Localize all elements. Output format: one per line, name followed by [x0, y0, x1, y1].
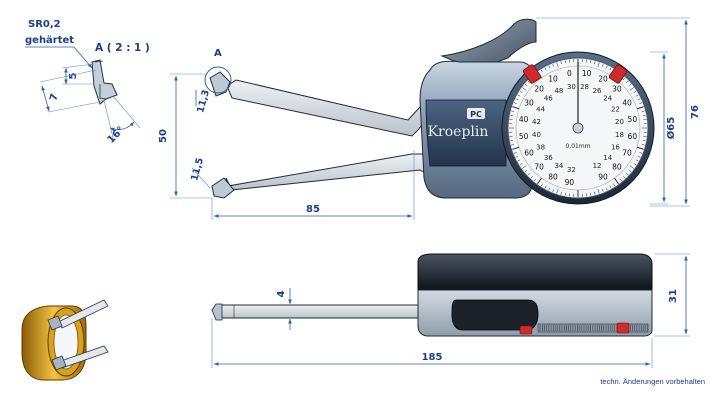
dial-number: 30: [567, 83, 576, 91]
dial-number: 38: [536, 143, 545, 151]
detail-scale-label: A ( 2 : 1 ): [95, 42, 150, 54]
hardened-label: gehärtet: [25, 35, 74, 46]
dial-hub: [573, 123, 583, 133]
dim-dial-diameter: Ø65: [665, 117, 677, 139]
dial-number: 26: [593, 87, 602, 95]
dial-number: 80: [612, 162, 622, 171]
dim-total-height: 76: [690, 105, 701, 119]
side-bezel: [418, 254, 652, 290]
dial-number: 10: [582, 69, 592, 78]
ring-illustration: [22, 300, 108, 380]
dial-number: 36: [544, 154, 553, 162]
dim-thickness: 4: [276, 290, 287, 297]
dial-number: 10: [548, 74, 558, 83]
dial-number: 30: [612, 85, 622, 94]
lower-arm: [226, 154, 446, 190]
lower-tip: [212, 178, 234, 198]
dial-number: 50: [519, 132, 529, 141]
dim-reach: 85: [306, 204, 320, 215]
dial-number: 28: [580, 83, 589, 91]
detail-view: SR0,2 gehärtet A ( 2 : 1 ) 5 7 16°: [25, 19, 150, 146]
dim-depth: 31: [668, 289, 679, 303]
dial-number: 60: [628, 132, 638, 141]
dial-number: 18: [615, 131, 624, 139]
dial-number: 50: [628, 115, 638, 124]
detail-dim-5: 5: [68, 72, 79, 79]
dial-number: 22: [611, 105, 620, 113]
dial-number: 34: [554, 162, 563, 170]
side-marker-left: [520, 326, 532, 334]
dim-height: 50: [158, 129, 169, 143]
dial-number: 40: [622, 99, 632, 108]
dim-tip-top: 11,3: [195, 89, 212, 115]
side-view: 4 185 31: [212, 254, 690, 368]
dial-number: 20: [598, 74, 608, 83]
dial-number: 60: [524, 148, 534, 157]
dial-number: 48: [554, 87, 563, 95]
dial-number: 70: [622, 148, 632, 157]
footer-note: techn. Änderungen vorbehalten: [600, 377, 705, 386]
radius-label: SR0,2: [28, 19, 61, 30]
dim-tip-bottom: 11,5: [189, 157, 206, 183]
dial-number: 90: [565, 178, 575, 187]
dial-number: 42: [532, 118, 541, 126]
dial-number: 0: [567, 69, 572, 78]
detail-dim-7: 7: [48, 92, 61, 102]
side-lever: [452, 300, 538, 330]
dial-number: 46: [544, 95, 553, 103]
brand-name: Kroeplin: [428, 124, 489, 140]
detail-tip-shape: [92, 60, 117, 104]
detail-angle: 16°: [106, 125, 127, 146]
side-marker-right: [617, 323, 629, 333]
dial-number: 20: [615, 118, 624, 126]
dial-number: 16: [611, 143, 620, 151]
dial-number: 80: [548, 173, 558, 182]
dial-number: 70: [534, 162, 544, 171]
dial-number: 44: [536, 105, 545, 113]
dial-number: 32: [567, 166, 576, 174]
dial-number: 30: [524, 99, 534, 108]
dial-resolution: 0,01mm: [565, 143, 590, 150]
dial-number: 24: [603, 95, 612, 103]
side-arm: [212, 305, 430, 318]
detail-marker: A: [214, 48, 222, 59]
dial-number: 20: [534, 85, 544, 94]
dial-number: 40: [519, 115, 529, 124]
dial-number: 12: [593, 162, 602, 170]
dial-number: 40: [532, 131, 541, 139]
dial-number: 14: [603, 154, 612, 162]
upper-arm: [227, 80, 442, 136]
logo-badge-text: PC: [470, 110, 482, 119]
dial-number: 90: [598, 173, 608, 182]
dim-length: 185: [422, 352, 443, 363]
